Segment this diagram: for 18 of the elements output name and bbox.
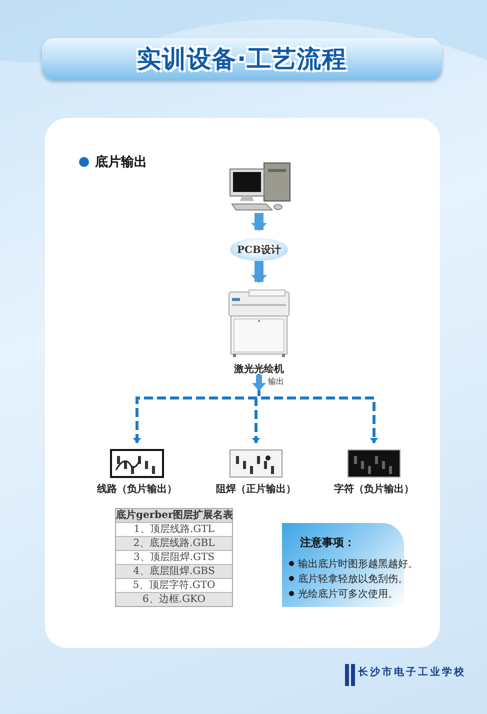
note-text: 光绘底片可多次使用。: [298, 588, 398, 601]
node-label: 激光光绘机: [233, 362, 285, 376]
table-entry: 2、底层线路.GBL: [116, 536, 232, 550]
section-heading: 底片输出: [95, 154, 147, 171]
note-heading: 注意事项：: [300, 535, 355, 550]
table-entry: 6、边框.GKO: [116, 592, 232, 606]
school-name: 长沙市电子工业学校: [358, 665, 466, 679]
table-header: 底片gerber图层扩展名表: [116, 509, 232, 522]
node-label: 字符（负片输出）: [333, 482, 415, 496]
flow-arrow: [251, 261, 267, 283]
node-label: 阻焊（正片输出）: [215, 482, 297, 496]
table-entry: 4、底层阻焊.GBS: [116, 564, 232, 578]
edge-label: 输出: [268, 377, 284, 387]
title: 实训设备·工艺流程: [136, 44, 348, 75]
note-text: 底片轻拿轻放以免刮伤。: [298, 572, 408, 586]
node-label: 线路（负片输出）: [96, 482, 178, 496]
note-text: 输出底片时图形越黑越好。: [298, 558, 418, 571]
flow-arrow: [251, 213, 267, 231]
